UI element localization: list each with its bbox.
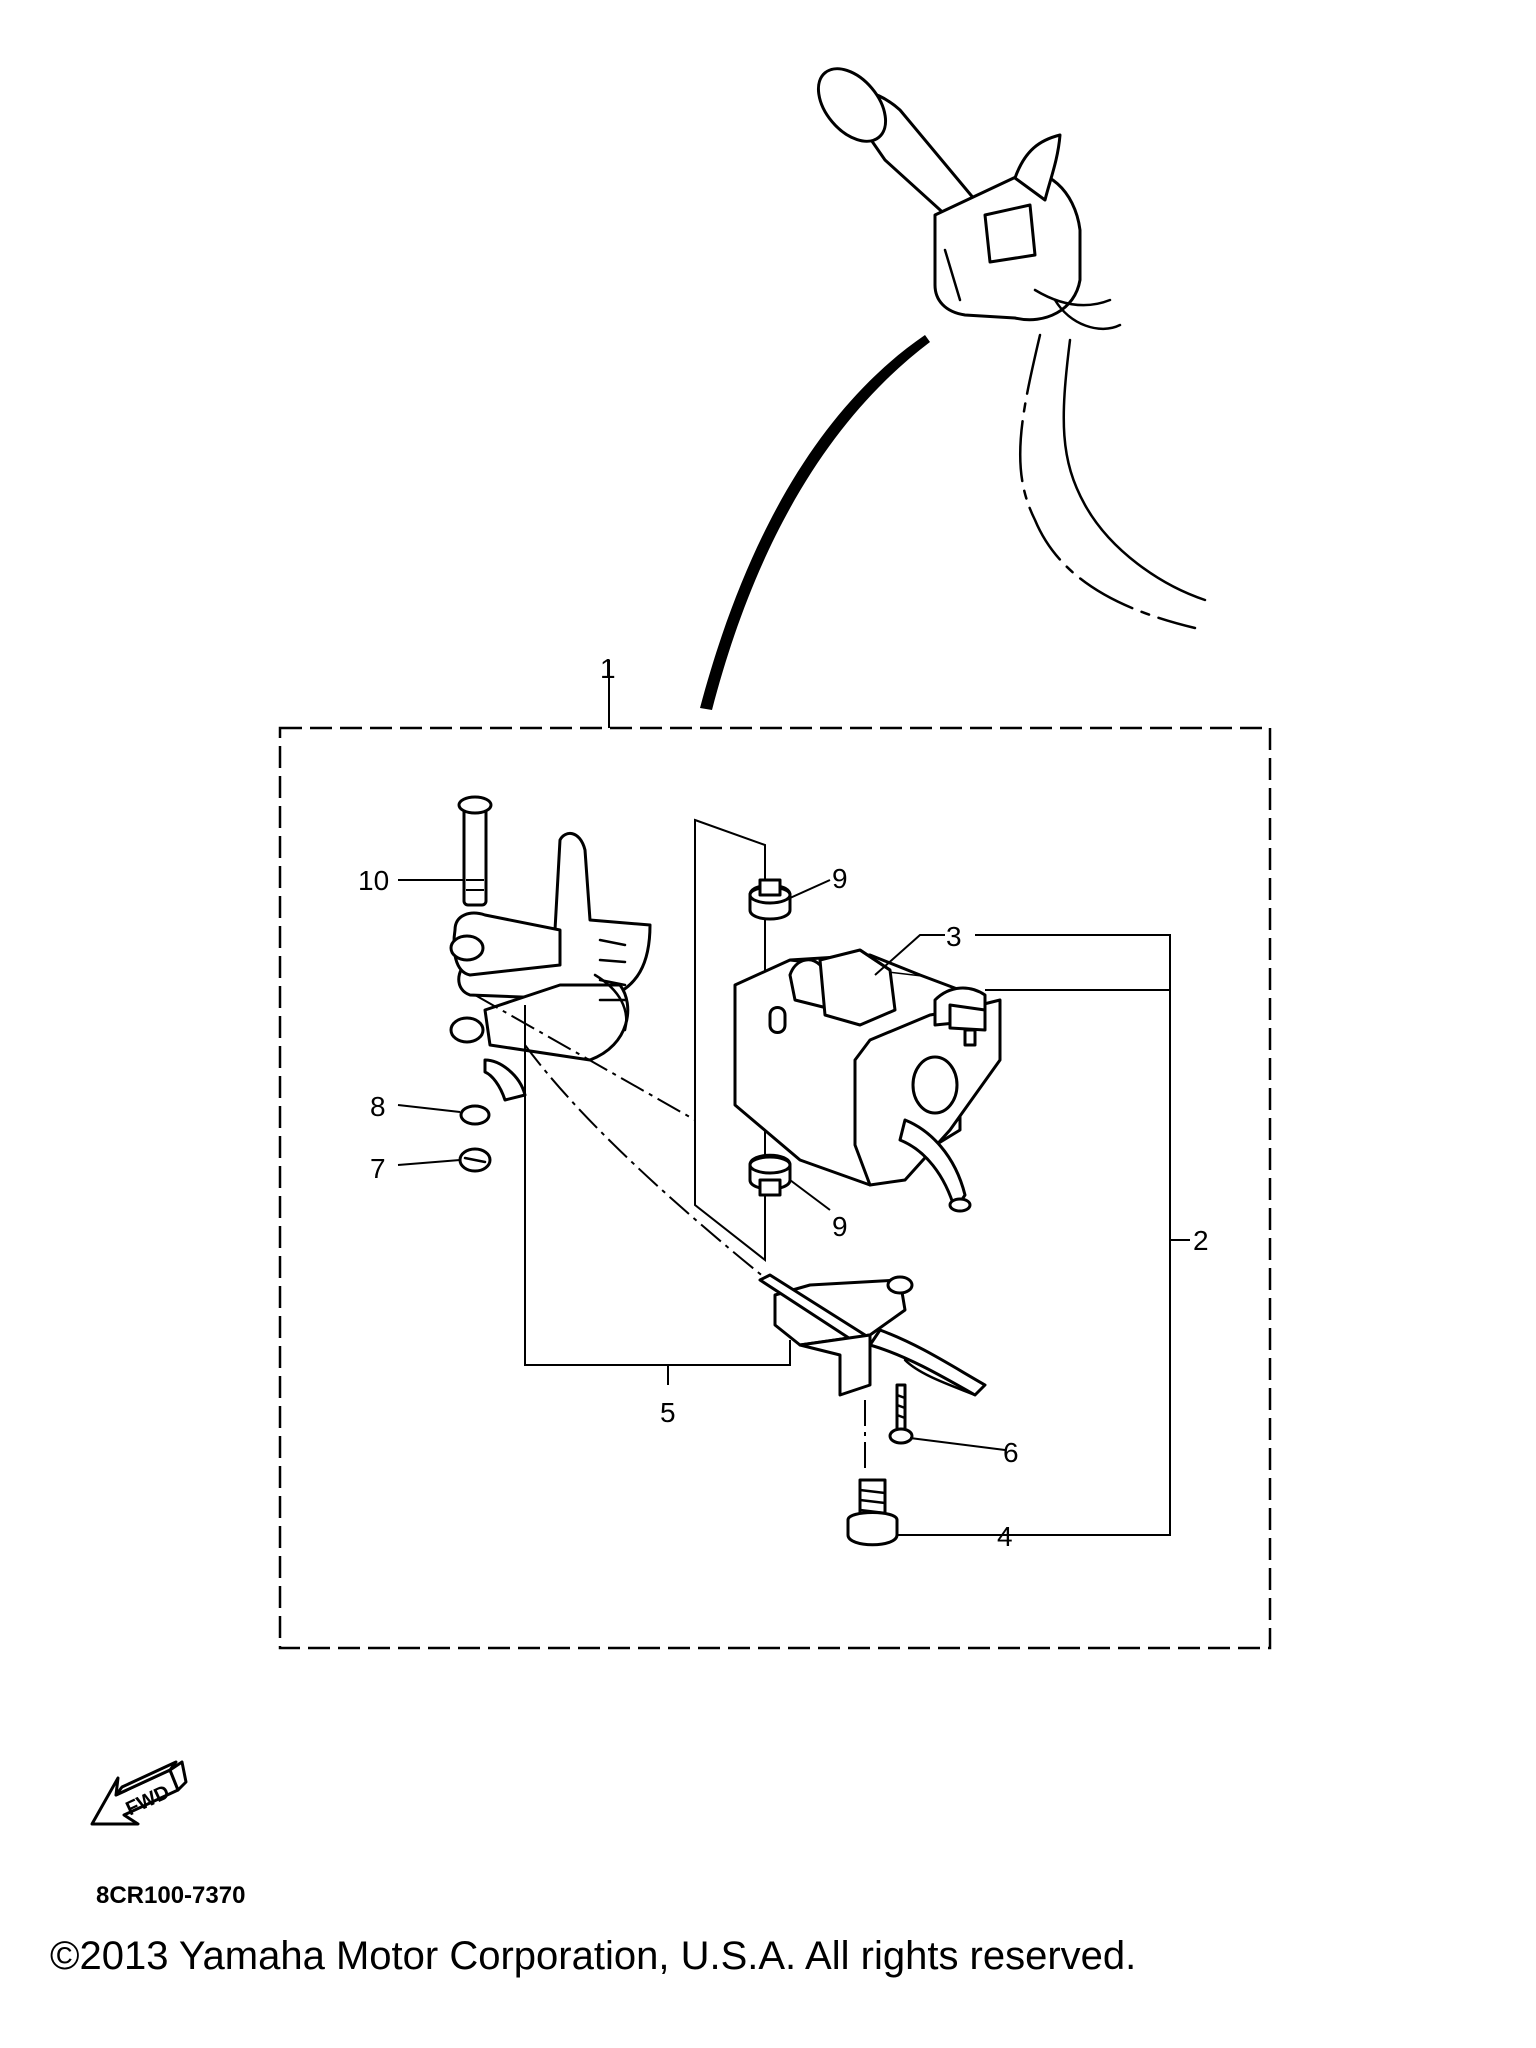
pivot-pin <box>457 795 493 907</box>
callout-6: 6 <box>1003 1437 1019 1468</box>
screw-small <box>888 1383 914 1445</box>
callout-2: 2 <box>1193 1225 1209 1256</box>
callout-9-upper: 9 <box>832 863 848 894</box>
callout-5: 5 <box>660 1397 676 1428</box>
fwd-arrow-icon: FWD <box>90 1760 188 1826</box>
nut <box>458 1147 492 1173</box>
callout-9-lower: 9 <box>832 1211 848 1242</box>
grommet-upper <box>748 878 792 921</box>
callout-7: 7 <box>370 1153 386 1184</box>
handlebar-illustration <box>700 67 1207 710</box>
grommet-lower <box>748 1153 792 1197</box>
throttle-lever <box>449 831 652 1102</box>
copyright-notice: ©2013 Yamaha Motor Corporation, U.S.A. A… <box>50 1934 1137 1978</box>
bolt <box>846 1478 899 1547</box>
callout-1: 1 <box>600 653 616 684</box>
callout-4: 4 <box>997 1521 1013 1552</box>
assembly-boundary <box>278 726 1272 1650</box>
callout-3: 3 <box>946 921 962 952</box>
washer <box>459 1104 491 1126</box>
cable-bracket <box>758 1273 987 1397</box>
throttle-sensor <box>733 948 1002 1213</box>
callout-8: 8 <box>370 1091 386 1122</box>
diagram-code: 8CR100-7370 <box>96 1882 245 1909</box>
callout-10: 10 <box>358 865 389 896</box>
